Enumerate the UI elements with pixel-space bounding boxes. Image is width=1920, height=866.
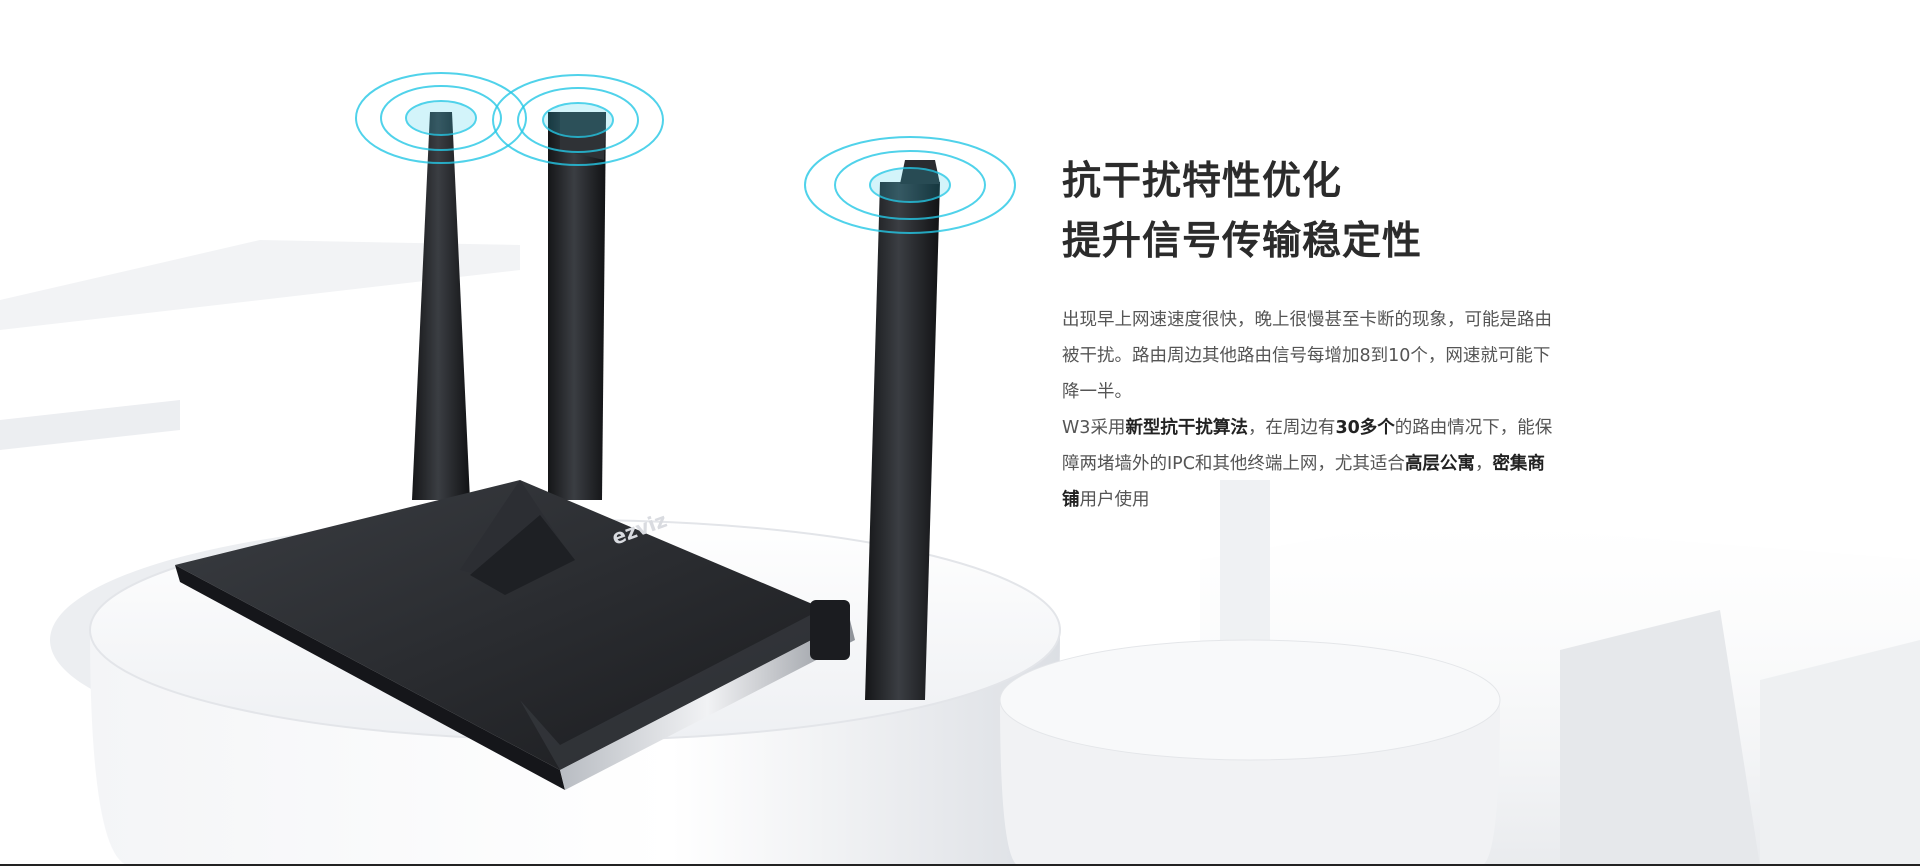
headline-line-1: 抗干扰特性优化 (1062, 159, 1343, 204)
desc-highlight-shops: 密集商铺 (1062, 454, 1545, 510)
desc-text-2: ，在周边有 (1247, 418, 1336, 438)
desc-highlight-count: 30多个 (1335, 418, 1395, 438)
signal-ring-right (804, 136, 1016, 234)
desc-text-4: ， (1474, 454, 1493, 474)
description-paragraph-2: W3采用新型抗干扰算法，在周边有30多个的路由情况下，能保障两堵墙外的IPC和其… (1062, 410, 1562, 518)
desc-text-5: 用户使用 (1079, 490, 1150, 510)
desc-highlight-apartment: 高层公寓 (1404, 454, 1475, 474)
antenna-right (865, 182, 940, 700)
feature-copy: 抗干扰特性优化 提升信号传输稳定性 出现早上网速速度很快，晚上很慢甚至卡断的现象… (1062, 152, 1562, 518)
desc-highlight-algorithm: 新型抗干扰算法 (1125, 418, 1248, 438)
desc-text-1: W3采用 (1062, 418, 1126, 438)
antenna-middle (548, 112, 606, 500)
signal-ring-middle (492, 74, 664, 166)
feature-headline: 抗干扰特性优化 提升信号传输稳定性 (1062, 152, 1562, 272)
antenna-left (412, 112, 470, 500)
bottom-divider (0, 864, 1920, 866)
feature-description: 出现早上网速速度很快，晚上很慢甚至卡断的现象，可能是路由被干扰。路由周边其他路由… (1062, 302, 1562, 518)
signal-ring-left (355, 72, 527, 164)
description-paragraph-1: 出现早上网速速度很快，晚上很慢甚至卡断的现象，可能是路由被干扰。路由周边其他路由… (1062, 310, 1552, 402)
headline-line-2: 提升信号传输稳定性 (1062, 219, 1423, 264)
desc-text-3: 的路由情况下，能保障两堵墙外的IPC和其他终端上网，尤其适合 (1062, 418, 1553, 474)
